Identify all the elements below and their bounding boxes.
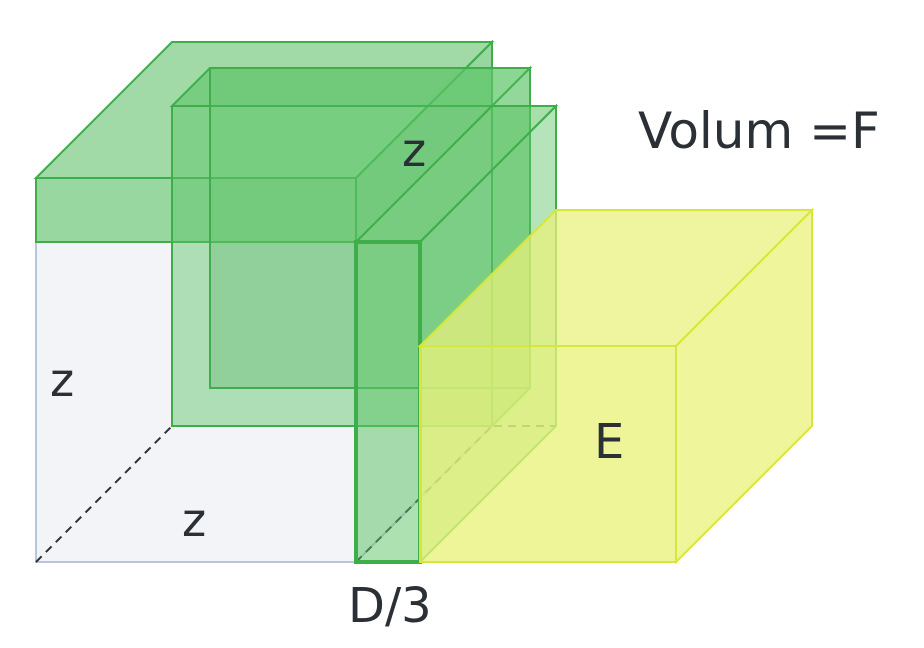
inner-cutout-face xyxy=(210,242,356,388)
volume-formula-label: Volum =F xyxy=(638,102,880,160)
yellow-box xyxy=(417,207,815,565)
yellow-box-right-face xyxy=(675,207,813,565)
bar-width-label: D/3 xyxy=(348,578,432,634)
yellow-box-label: E xyxy=(594,414,624,470)
yellow-box-front-face xyxy=(419,345,677,563)
cube-height-label: z xyxy=(50,353,74,407)
front-green-bar xyxy=(354,240,422,564)
hidden-edge-bottom-left xyxy=(35,425,173,563)
top-slab-edge-label: z xyxy=(402,123,426,177)
cube-depth-label: z xyxy=(182,493,206,547)
